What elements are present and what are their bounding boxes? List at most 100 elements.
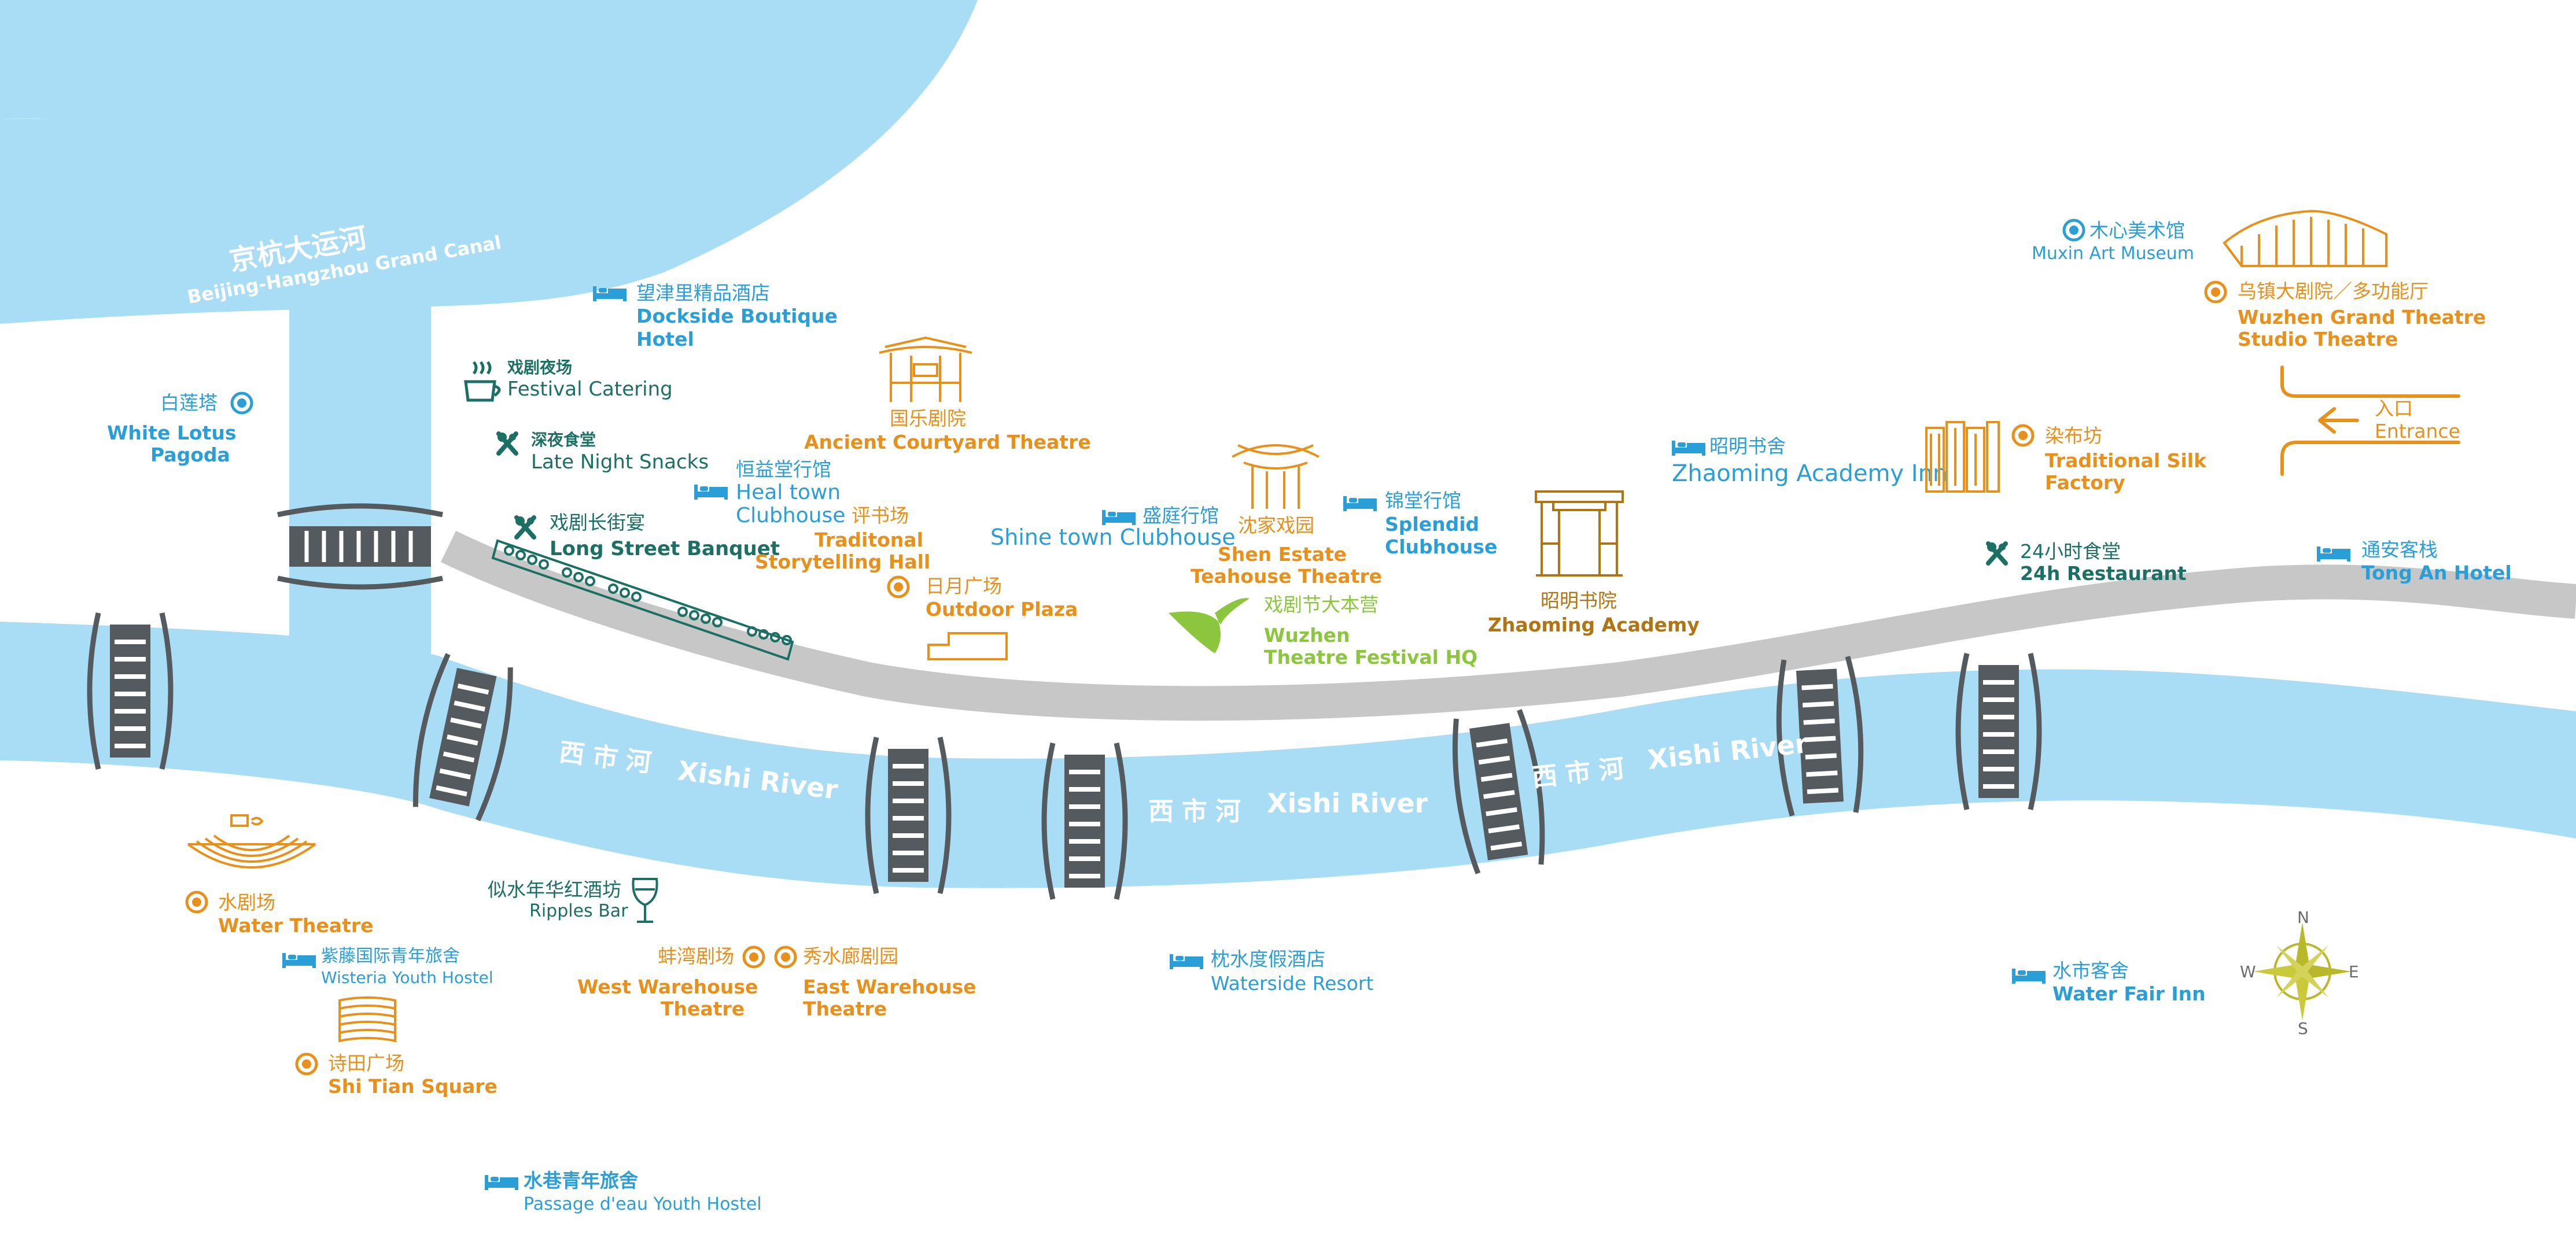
- shitian-en: Shi Tian Square: [328, 1075, 497, 1098]
- water-bodies: [0, 0, 2576, 888]
- shine-en: Shine town Clubhouse: [990, 524, 1236, 550]
- poi-zhaoming-academy-inn[interactable]: 昭明书舍 Zhaoming Academy Inn: [1672, 435, 1947, 487]
- venue-dot-icon: [776, 947, 795, 967]
- waterside-cn: 枕水度假酒店: [1211, 948, 1325, 970]
- compass-rose: N S E W: [2240, 908, 2359, 1038]
- heal-en1: Heal town: [736, 481, 841, 504]
- poi-24h-restaurant[interactable]: 24小时食堂 24h Restaurant: [1987, 540, 2187, 585]
- pagoda-en2: Pagoda: [150, 444, 230, 466]
- bed-icon: [485, 1175, 518, 1190]
- shen-en2: Teahouse Theatre: [1191, 565, 1382, 588]
- silk-cloth-icon: [1925, 421, 2000, 493]
- poi-shine-town-clubhouse[interactable]: 盛庭行馆 Shine town Clubhouse: [990, 504, 1236, 550]
- poi-tong-an-hotel[interactable]: 通安客栈 Tong An Hotel: [2317, 538, 2512, 584]
- poi-theatre-festival-hq[interactable]: 戏剧节大本营 Wuzhen Theatre Festival HQ: [1169, 593, 1477, 668]
- catering-en: Festival Catering: [507, 378, 673, 401]
- hq-en1: Wuzhen: [1264, 624, 1350, 647]
- compass-n: N: [2297, 908, 2309, 927]
- canal-branch: [289, 289, 431, 653]
- entrance-cn: 入口: [2375, 397, 2413, 420]
- banquet-cn: 戏剧长街宴: [550, 511, 645, 534]
- west-en1: West Warehouse: [577, 976, 758, 998]
- bed-icon: [1672, 441, 1705, 456]
- snacks-en: Late Night Snacks: [531, 450, 709, 474]
- heal-cn: 恒益堂行馆: [736, 458, 831, 481]
- tongan-en: Tong An Hotel: [2361, 561, 2512, 584]
- pingshu-en2: Storytelling Hall: [755, 551, 930, 573]
- poi-shi-tian-square[interactable]: 诗田广场 Shi Tian Square: [297, 996, 497, 1098]
- west-en2: Theatre: [661, 998, 745, 1020]
- bridge-canal: [277, 503, 443, 590]
- poi-ancient-courtyard-theatre[interactable]: 国乐剧院 Ancient Courtyard Theatre: [804, 336, 1091, 453]
- river-label-2-cn: 西市河: [1148, 797, 1249, 826]
- pagoda-en1: White Lotus: [107, 422, 236, 444]
- poi-outdoor-plaza[interactable]: 日月广场 Outdoor Plaza: [889, 575, 1078, 660]
- waterfair-en: Water Fair Inn: [2052, 982, 2206, 1005]
- banquet-tables: [491, 539, 794, 661]
- silk-cn: 染布坊: [2045, 424, 2102, 447]
- poi-passage-deau-youth-hostel[interactable]: 水巷青年旅舍 Passage d'eau Youth Hostel: [485, 1169, 762, 1214]
- entrance-marker[interactable]: 入口 Entrance: [2280, 365, 2460, 476]
- shitian-cn: 诗田广场: [328, 1052, 404, 1074]
- venue-dot-icon: [187, 892, 207, 912]
- poi-long-street-banquet[interactable]: 戏剧长街宴 Long Street Banquet: [515, 511, 780, 560]
- poi-white-lotus-pagoda[interactable]: 白莲塔 White Lotus Pagoda: [107, 391, 252, 466]
- poi-muxin-art-museum[interactable]: 木心美术馆 Muxin Art Museum: [2032, 219, 2194, 264]
- poi-storytelling-hall[interactable]: 评书场 Traditonal Storytelling Hall: [755, 504, 930, 573]
- shine-cn: 盛庭行馆: [1143, 504, 1219, 527]
- bridges: [90, 503, 2039, 899]
- silk-en2: Factory: [2045, 471, 2125, 494]
- poi-ripples-bar[interactable]: 似水年华红酒坊 Ripples Bar: [488, 878, 658, 923]
- poi-festival-catering[interactable]: 戏剧夜场 Festival Catering: [464, 358, 673, 402]
- venue-dot-icon: [297, 1054, 316, 1074]
- passage-en: Passage d'eau Youth Hostel: [524, 1194, 762, 1214]
- gate-icon: [879, 336, 972, 402]
- poi-dockside-hotel[interactable]: 望津里精品酒店 Dockside Boutique Hotel: [593, 282, 838, 350]
- compass-s: S: [2298, 1019, 2308, 1038]
- poi-traditional-silk-factory[interactable]: 染布坊 Traditional Silk Factory: [1925, 421, 2207, 494]
- poi-wisteria-youth-hostel[interactable]: 紫藤国际青年旅舍 Wisteria Youth Hostel: [282, 946, 493, 987]
- east-cn: 秀水廊剧园: [803, 945, 898, 967]
- academy-gate-icon: [1535, 490, 1624, 577]
- muxin-en: Muxin Art Museum: [2032, 243, 2194, 264]
- academy-cn: 昭明书院: [1541, 589, 1617, 612]
- poi-splendid-clubhouse[interactable]: 锦堂行馆 Splendid Clubhouse: [1343, 489, 1497, 558]
- poi-heal-town-clubhouse[interactable]: 恒益堂行馆 Heal town Clubhouse: [694, 458, 845, 527]
- ripples-en: Ripples Bar: [529, 901, 628, 921]
- poi-east-warehouse-theatre[interactable]: 秀水廊剧园 East Warehouse Theatre: [776, 945, 976, 1020]
- entrance-en: Entrance: [2375, 420, 2460, 442]
- pavilion-icon: [1232, 444, 1320, 509]
- bed-icon: [282, 953, 316, 968]
- poi-west-warehouse-theatre[interactable]: 蚌湾剧场 West Warehouse Theatre: [577, 945, 764, 1020]
- banquet-en: Long Street Banquet: [550, 537, 780, 560]
- muxin-cn: 木心美术馆: [2089, 219, 2185, 242]
- pingshu-cn: 评书场: [852, 504, 909, 527]
- pagoda-cn: 白莲塔: [160, 391, 218, 414]
- leaf-icon: [1169, 598, 1250, 653]
- bed-icon: [1170, 954, 1203, 969]
- wisteria-cn: 紫藤国际青年旅舍: [321, 946, 460, 966]
- poi-late-night-snacks[interactable]: 深夜食堂 Late Night Snacks: [497, 430, 709, 474]
- hq-en2: Theatre Festival HQ: [1264, 646, 1477, 668]
- arrow-left-icon: [2318, 407, 2359, 434]
- splendid-cn: 锦堂行馆: [1385, 489, 1461, 512]
- poi-waterside-resort[interactable]: 枕水度假酒店 Waterside Resort: [1170, 948, 1373, 995]
- east-en1: East Warehouse: [803, 976, 976, 998]
- splendid-en1: Splendid: [1385, 513, 1479, 535]
- poi-zhaoming-academy[interactable]: 昭明书院 Zhaoming Academy: [1488, 490, 1700, 636]
- outdoor-en: Outdoor Plaza: [926, 598, 1078, 620]
- waterfair-cn: 水市客舍: [2052, 959, 2129, 982]
- grand-en1: Wuzhen Grand Theatre: [2238, 306, 2486, 328]
- bed-icon: [694, 485, 728, 500]
- cup-icon: [464, 361, 501, 402]
- river-label-2-en: Xishi River: [1267, 788, 1428, 819]
- poi-water-theatre[interactable]: 水剧场 Water Theatre: [187, 814, 374, 937]
- bed-icon: [1343, 496, 1377, 511]
- poi-water-fair-inn[interactable]: 水市客舍 Water Fair Inn: [2012, 959, 2206, 1005]
- poi-shen-estate-teahouse[interactable]: 沈家戏园 Shen Estate Teahouse Theatre: [1191, 444, 1382, 588]
- venue-dot-icon: [232, 393, 252, 413]
- cutlery-icon: [515, 516, 534, 537]
- poi-wuzhen-grand-theatre[interactable]: 乌镇大剧院／多功能厅 Wuzhen Grand Theatre Studio T…: [2206, 209, 2486, 350]
- grand-theatre-icon: [2223, 209, 2387, 267]
- catering-cn: 戏剧夜场: [507, 358, 572, 377]
